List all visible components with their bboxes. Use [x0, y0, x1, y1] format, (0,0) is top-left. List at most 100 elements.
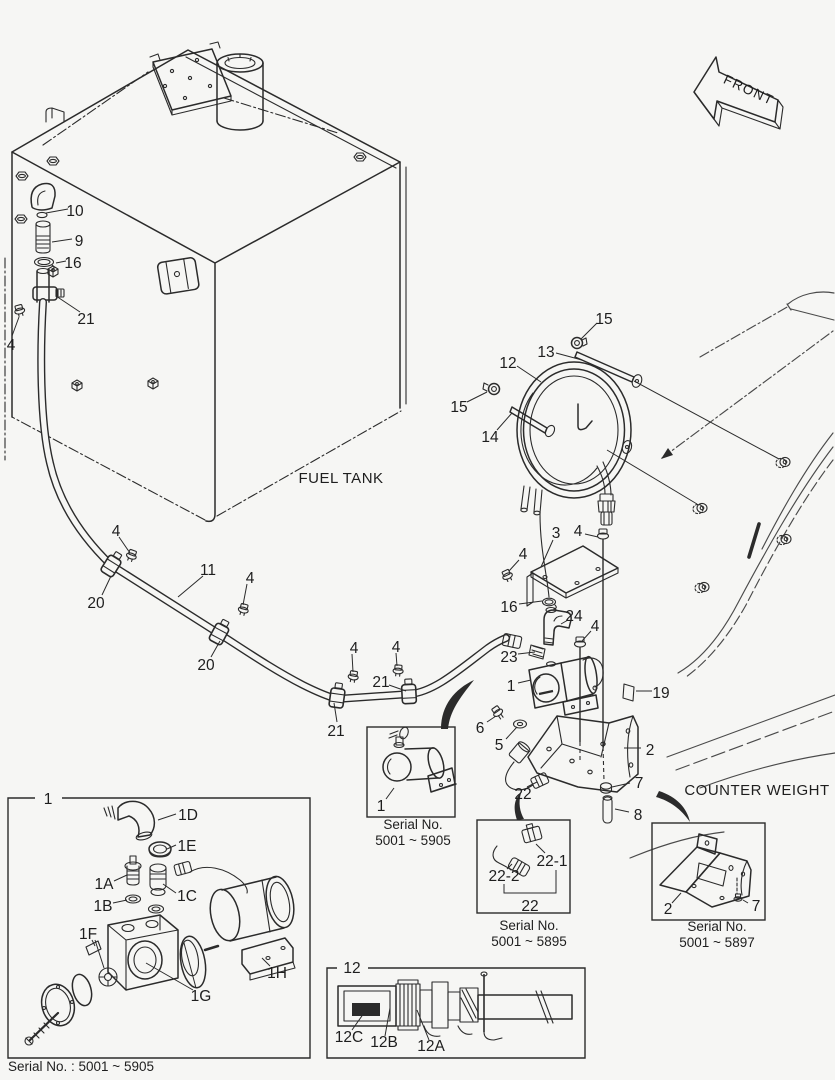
cw-part-7: 7: [752, 898, 761, 915]
sensor-22: [505, 741, 550, 791]
callout-4: 4: [112, 523, 121, 540]
tank-outlet-fittings: [30, 182, 65, 303]
callout-15: 15: [450, 399, 467, 416]
bolt-4: [14, 304, 26, 317]
front-direction-arrow: FRONT: [693, 56, 784, 130]
callout-3: 3: [552, 525, 561, 542]
hex-nut: [14, 214, 28, 224]
inset-pump-small-part-1: 1: [377, 798, 386, 815]
elbow-fitting-24: [543, 606, 572, 646]
counter-weight-label: COUNTER WEIGHT: [684, 782, 829, 799]
cw-serial-1: Serial No.: [687, 919, 746, 934]
nut-7: [599, 782, 613, 794]
callout-16: 16: [64, 255, 81, 272]
serial-number-main: Serial No. : 5001 ~ 5905: [8, 1059, 154, 1074]
callout-2: 2: [646, 742, 655, 759]
callout-7: 7: [635, 775, 644, 792]
detail-arrow: [656, 791, 690, 822]
callout-15: 15: [595, 311, 612, 328]
hex-nut: [353, 152, 367, 162]
cw-part-2: 2: [664, 901, 673, 918]
callout-20: 20: [197, 657, 215, 674]
hose-barb-23: [528, 644, 546, 660]
bolt-4: [125, 548, 137, 562]
part-1d: 1D: [178, 807, 198, 824]
inset-pump-exploded: 1: [7, 791, 311, 1074]
callout-20: 20: [87, 595, 105, 612]
callout-13: 13: [537, 344, 554, 361]
hex-nut: [15, 171, 29, 181]
callout-19: 19: [652, 685, 669, 702]
cw-serial-2: 5001 ~ 5897: [679, 935, 754, 950]
cover-plate-3: [526, 545, 619, 607]
bolt-15: [482, 382, 501, 396]
fuel-tank-drawing: [4, 41, 407, 523]
callout-4: 4: [519, 546, 528, 563]
neck-mounting-plate: [149, 41, 232, 116]
front-label: FRONT: [721, 72, 776, 108]
inset-title-1: 1: [44, 791, 53, 808]
callout-8: 8: [634, 807, 643, 824]
detail-arrow: [514, 793, 524, 820]
callout-24: 24: [565, 608, 583, 625]
bolt-4: [392, 664, 404, 677]
leader-lines: [11, 208, 652, 813]
part-1e: 1E: [178, 838, 197, 855]
callout-10: 10: [66, 203, 84, 220]
inset-sensor-kit: 22-1 22-2 22 Serial No. 5001 ~ 5895: [476, 819, 571, 949]
washer-5: [512, 719, 528, 729]
fuel-tank-label: FUEL TANK: [298, 470, 383, 487]
clip-19: [622, 683, 635, 702]
hex-nut: [46, 156, 60, 166]
hose-clamp-20: [208, 618, 230, 646]
callout-23: 23: [500, 649, 517, 666]
callout-4: 4: [574, 523, 583, 540]
callout-16: 16: [500, 599, 517, 616]
pump-small-serial-2: 5001 ~ 5905: [375, 833, 450, 848]
detail-arrow: [441, 680, 474, 729]
machine-outline: [606, 291, 835, 859]
callout-4: 4: [246, 570, 255, 587]
mounting-bracket-2: [527, 715, 639, 793]
bolt-15: [570, 336, 588, 350]
inset-pump-small: 1 Serial No. 5001 ~ 5905: [366, 726, 457, 848]
top-clip: [45, 107, 65, 123]
callout-22: 22: [514, 786, 531, 803]
callout-1: 1: [507, 678, 516, 695]
washer-10: [36, 211, 48, 219]
clamp-ring-16b: [541, 597, 557, 610]
callout-5: 5: [495, 737, 504, 754]
callout-12: 12: [499, 355, 516, 372]
part-1a: 1A: [95, 876, 115, 893]
pump-assembly-drawing: [491, 513, 639, 824]
callout-21: 21: [77, 311, 94, 328]
part-1f: 1F: [79, 926, 97, 943]
hose-clamp-21: [400, 678, 418, 705]
pump-small-serial-1: Serial No.: [383, 817, 442, 832]
front-u-bracket: [156, 257, 200, 295]
bolt-4: [237, 603, 249, 616]
callout-4: 4: [392, 639, 401, 656]
fitting-9: [35, 220, 51, 254]
grommet: [694, 581, 710, 594]
inset-counterweight-bracket: 2 7 Serial No. 5001 ~ 5897: [651, 822, 766, 950]
fuel-pump-1: [528, 655, 604, 716]
inset-nozzle-assembly: 12 12C 12B 12A: [326, 960, 586, 1059]
part-12a: 12A: [417, 1038, 445, 1055]
callout-11: 11: [200, 562, 216, 579]
part-12c: 12C: [335, 1029, 363, 1046]
callouts: 10 9 16 21 4 4 20 11 4 20 4 4 21 21 15 1…: [7, 203, 670, 824]
clamp-ring-16: [33, 256, 55, 271]
grommet: [775, 456, 791, 469]
hose-clamp-21: [328, 682, 346, 709]
long-bolt-4: [596, 528, 610, 782]
callout-21: 21: [372, 674, 389, 691]
callout-21: 21: [327, 723, 344, 740]
grommet: [776, 533, 792, 546]
outlet-tube: [32, 267, 65, 303]
callout-4: 4: [7, 337, 16, 354]
grommet: [692, 502, 708, 515]
hose-reel-drawing: [482, 336, 643, 526]
